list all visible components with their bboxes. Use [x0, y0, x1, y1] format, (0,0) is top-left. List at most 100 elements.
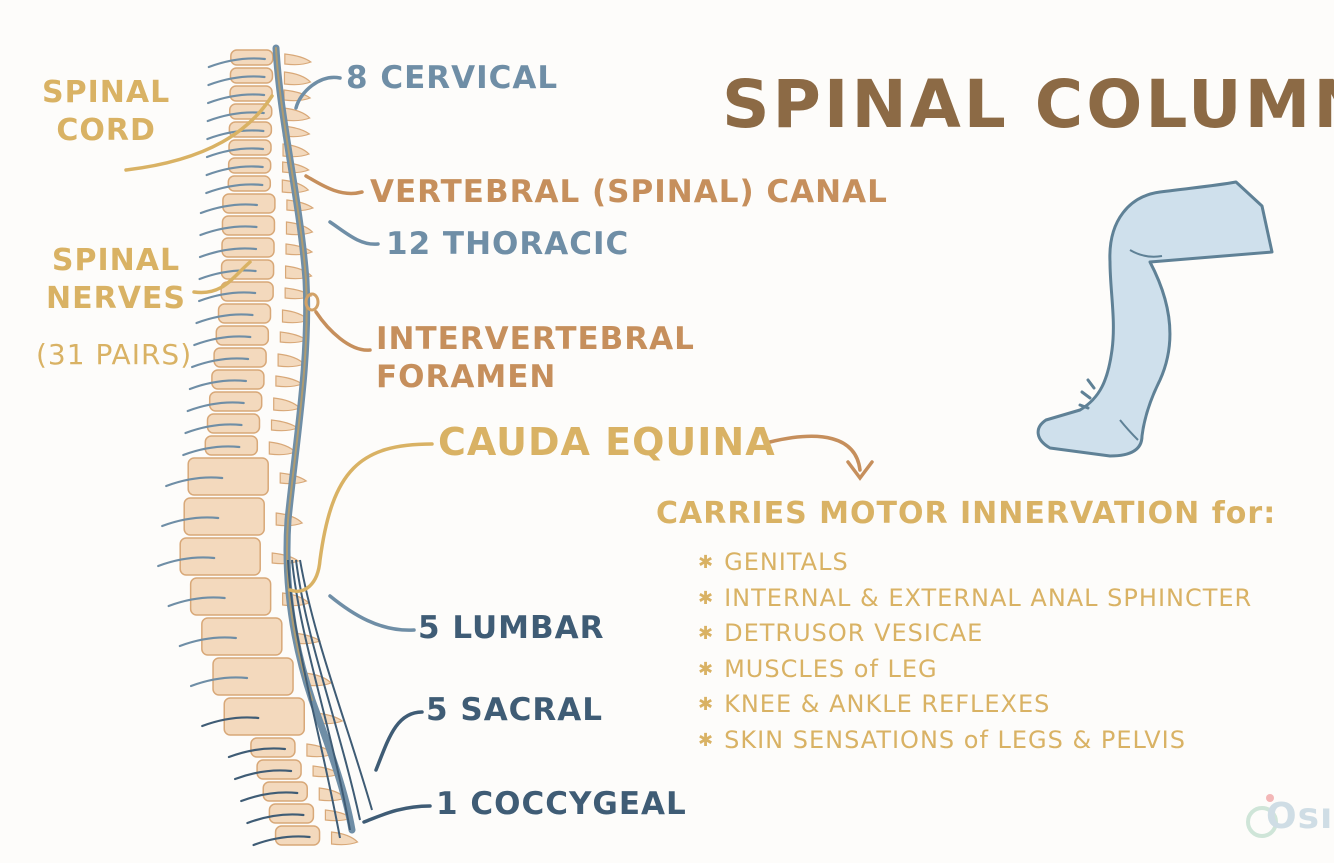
leader-cervical — [294, 75, 342, 110]
spinal-nerve — [167, 596, 226, 608]
leg-shape — [1036, 180, 1274, 458]
spinal-cord-highlight — [275, 47, 313, 701]
spinal-nerve — [165, 476, 224, 488]
label-cauda-equina: CAUDA EQUINA — [438, 420, 776, 464]
label-spinal-nerves-line1: SPINAL — [51, 243, 181, 278]
leader-vertebral-canal — [304, 174, 364, 196]
leg-illustration — [1036, 180, 1274, 458]
spinal-nerve — [193, 335, 252, 347]
label-spinal-cord-line1: SPINAL — [42, 75, 171, 110]
bullet-star-icon: ✱ — [698, 729, 715, 751]
spinal-nerve — [178, 636, 237, 648]
spinal-nerve — [182, 445, 241, 457]
label-spinal-nerves: SPINAL NERVES — [46, 242, 186, 318]
reflex-marks — [1078, 378, 1096, 410]
spinal-nerve — [227, 747, 287, 759]
spinal-nerve — [207, 75, 266, 87]
spinal-nerve — [198, 291, 257, 303]
spinous-process — [270, 419, 299, 432]
label-intervertebral-foramen: INTERVERTEBRAL FORAMEN — [376, 320, 695, 396]
spinous-process — [273, 397, 301, 412]
motor-heading: CARRIES MOTOR INNERVATION for: — [656, 496, 1277, 531]
spinal-nerve — [233, 769, 293, 781]
vertebra — [212, 657, 294, 696]
spinal-nerve — [188, 379, 247, 391]
logo-ring — [1246, 806, 1278, 838]
spinal-nerve — [201, 716, 260, 728]
spinal-nerve — [205, 183, 264, 195]
spinal-nerve — [252, 835, 311, 847]
vertebra — [179, 537, 261, 576]
label-sacral: 5 SACRAL — [426, 692, 604, 728]
spinal-nerve — [157, 556, 216, 568]
spinal-nerve — [198, 269, 257, 281]
spinal-nerve — [246, 813, 305, 825]
list-item: ✱ SKIN SENSATIONS of LEGS & PELVIS — [698, 723, 1252, 759]
osmosis-logo: Osı — [1242, 792, 1334, 863]
spinal-nerves-group — [157, 57, 311, 847]
spinous-process — [268, 441, 297, 456]
leader-spinal-cord — [124, 94, 274, 172]
leader-spinal-nerves — [192, 260, 252, 295]
spinal-nerve — [189, 676, 249, 688]
vertebra — [187, 457, 269, 496]
list-item: ✱ KNEE & ANKLE REFLEXES — [698, 687, 1252, 723]
leader-lumbar — [328, 594, 416, 632]
list-item-text: SKIN SENSATIONS of LEGS & PELVIS — [724, 725, 1186, 754]
motor-innervation-list: ✱GENITALS ✱INTERNAL & EXTERNAL ANAL SPHI… — [698, 545, 1252, 758]
bullet-star-icon: ✱ — [698, 623, 715, 644]
spinous-process — [330, 831, 359, 846]
leader-sacral — [374, 710, 424, 772]
spinal-nerve — [207, 93, 266, 105]
spinal-nerve — [205, 147, 265, 159]
label-thoracic: 12 THORACIC — [386, 226, 630, 262]
list-item-text: GENITALS — [724, 548, 849, 576]
label-vertebral-canal: VERTEBRAL (SPINAL) CANAL — [370, 174, 888, 210]
spinal-nerve — [186, 401, 245, 413]
knee-crease — [1129, 249, 1163, 258]
label-spinal-cord-line2: CORD — [56, 113, 156, 148]
label-intervertebral-line2: FORAMEN — [376, 359, 557, 395]
list-item: ✱GENITALS — [698, 545, 1252, 581]
spinal-nerve — [198, 247, 258, 259]
spinous-process — [279, 331, 308, 344]
spinous-process — [283, 71, 312, 86]
intervertebral-foramen-marker — [304, 292, 320, 312]
spinous-process — [283, 107, 311, 122]
vertebra — [183, 497, 265, 536]
list-item-text: KNEE & ANKLE REFLEXES — [724, 690, 1051, 718]
label-spinal-cord: SPINAL CORD — [42, 74, 170, 150]
spinal-nerve — [161, 516, 220, 528]
list-item: ✱ MUSCLES of LEG — [698, 652, 1252, 688]
label-lumbar: 5 LUMBAR — [418, 610, 605, 646]
spinous-process — [284, 53, 313, 66]
bullet-star-icon: ✱ — [698, 658, 715, 680]
vertebra — [201, 617, 283, 656]
logo-text: Osı — [1266, 796, 1334, 837]
leader-coccygeal — [362, 804, 432, 824]
ankle-line — [1119, 419, 1139, 441]
list-item: ✱INTERNAL & EXTERNAL ANAL SPHINCTER — [698, 581, 1252, 617]
bullet-star-icon: ✱ — [698, 694, 715, 715]
label-spinal-nerves-line2: NERVES — [46, 281, 187, 316]
leader-lines — [124, 75, 874, 824]
spinal-nerve — [195, 313, 254, 325]
cauda-arrow-line — [768, 434, 862, 472]
list-item-text: MUSCLES of LEG — [724, 654, 938, 683]
page-title: SPINAL COLUMN — [722, 66, 1334, 143]
spinous-process — [275, 375, 304, 388]
vertebra — [189, 577, 272, 616]
bullet-star-icon: ✱ — [698, 587, 715, 609]
logo-dot — [1266, 794, 1274, 802]
vertebrae-group — [179, 49, 321, 846]
spinal-nerve — [184, 423, 243, 435]
list-item-text: DETRUSOR VESICAE — [724, 619, 984, 647]
leader-intervertebral — [314, 310, 372, 352]
leader-thoracic — [328, 220, 380, 246]
spinal-nerve — [199, 225, 258, 237]
spinal-nerve — [191, 357, 250, 369]
vertebra — [223, 697, 305, 736]
label-cervical: 8 CERVICAL — [346, 60, 559, 96]
spinous-process — [283, 89, 312, 102]
